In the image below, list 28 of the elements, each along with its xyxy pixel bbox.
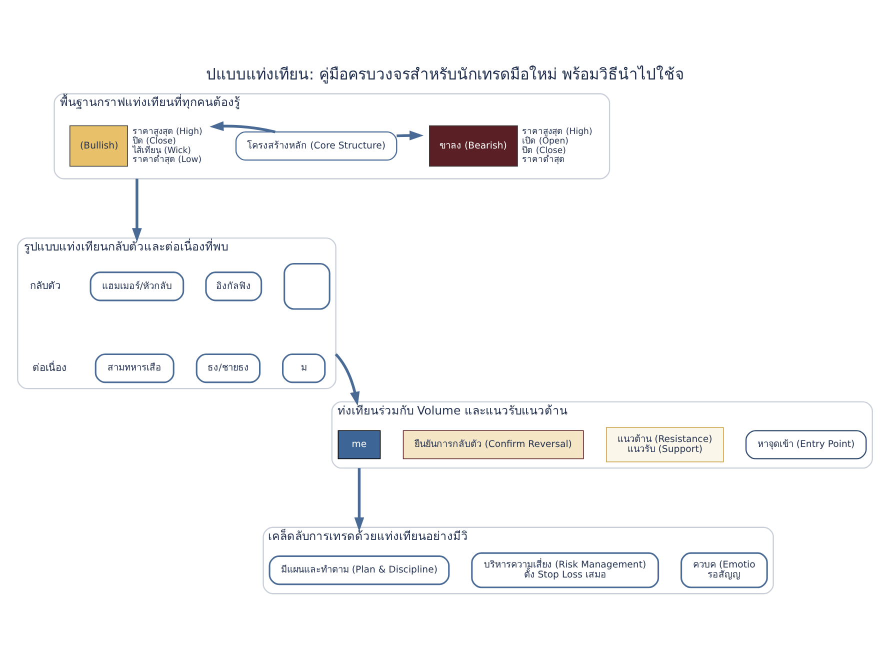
node-box: มีแผนและทำตาม (Plan & Discipline) bbox=[268, 555, 450, 586]
node-box: หาจุดเข้า (Entry Point) bbox=[745, 430, 867, 460]
node-box: อิงกัลฟิง bbox=[205, 272, 262, 302]
node-label: ราคาสูงสุด (High) bbox=[522, 127, 592, 138]
node-box: ยืนยันการกลับตัว (Confirm Reversal) bbox=[402, 430, 584, 460]
node-box: โครงสร้างหลัก (Core Structure) bbox=[235, 131, 398, 161]
node-label: เปิด (Open) bbox=[522, 136, 568, 147]
node-label: ราคาสูงสุด (High) bbox=[132, 127, 202, 138]
node-label: ราคาต่ำสุด (Low) bbox=[132, 155, 202, 166]
node-label: ราคาต่ำสุด bbox=[522, 155, 566, 166]
node-box: ธง/ชายธง bbox=[196, 353, 261, 384]
node-label: ปิด (Close) bbox=[522, 146, 566, 156]
node-box: ควบค (Emotio รอสัญญ bbox=[680, 552, 768, 588]
node-box: me bbox=[338, 430, 381, 460]
label: กลับตัว bbox=[30, 281, 62, 292]
arrow bbox=[334, 353, 360, 406]
arrow bbox=[396, 130, 424, 140]
arrow bbox=[210, 121, 276, 134]
node-box bbox=[284, 262, 330, 310]
diagram-title: ปแบบแท่งเทียน: คู่มือครบวงจรสำหรับนักเทรดมือใหม่ พร้อมวิธีนำไปใช้จ bbox=[206, 66, 684, 84]
label: ต่อเนื่อง bbox=[32, 362, 67, 374]
node-box: แฮมเมอร์/หัวกลับ bbox=[90, 272, 184, 302]
arrow bbox=[132, 178, 142, 242]
node-box: สามทหารเสือ bbox=[94, 353, 174, 384]
arrow bbox=[354, 468, 364, 532]
node-box: บริหารความเสี่ยง (Risk Management) ตั้ง Stop Loss เสมอ bbox=[471, 552, 660, 588]
node-box: ม bbox=[282, 353, 326, 384]
node-box: แนวต้าน (Resistance) แนวรับ (Support) bbox=[606, 427, 724, 462]
